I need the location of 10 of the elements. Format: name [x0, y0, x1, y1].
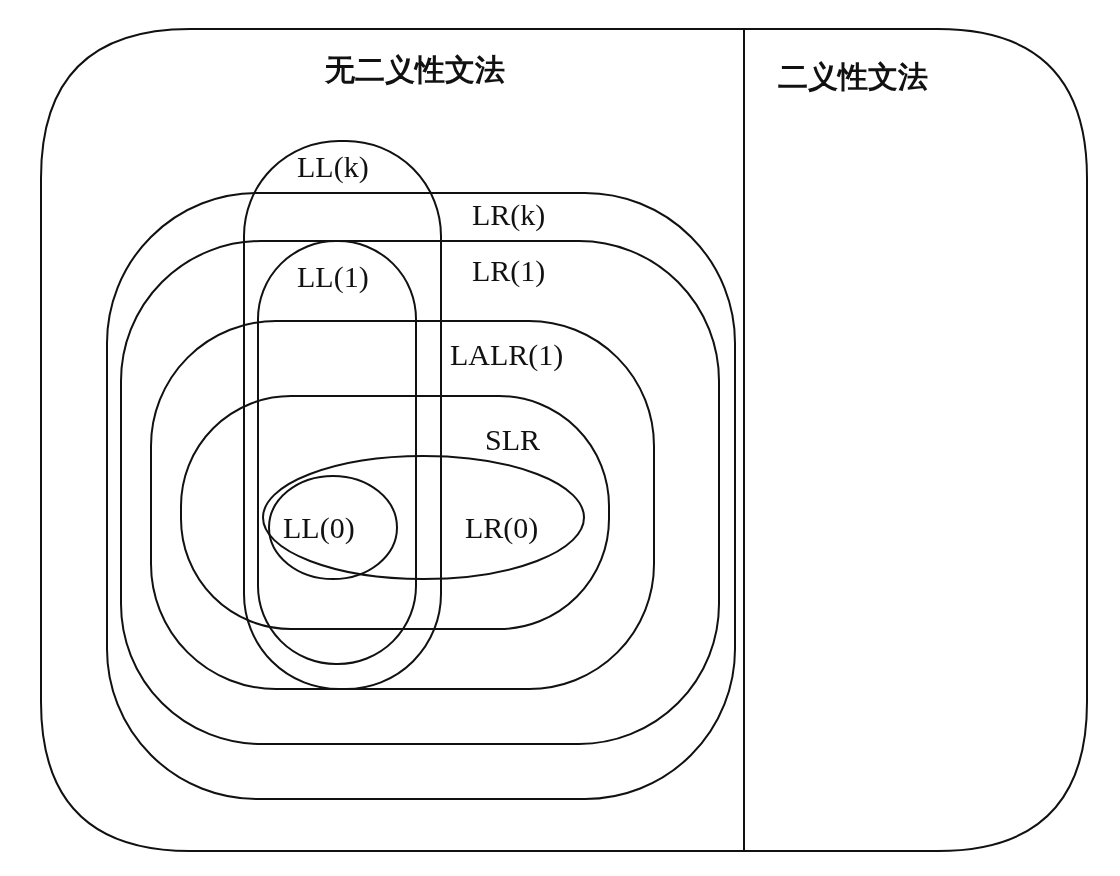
region-heading: 无二义性文法	[325, 55, 505, 85]
class-label: LL(0)	[283, 513, 355, 543]
class-label: SLR	[485, 425, 541, 455]
class-label: LALR(1)	[450, 340, 564, 370]
class-label: LR(0)	[465, 513, 539, 543]
class-label: LR(k)	[472, 200, 546, 230]
class-label: LL(1)	[297, 262, 369, 292]
region-heading: 二义性文法	[778, 62, 928, 92]
class-label: LR(1)	[472, 256, 546, 286]
class-label: LL(k)	[297, 152, 369, 182]
